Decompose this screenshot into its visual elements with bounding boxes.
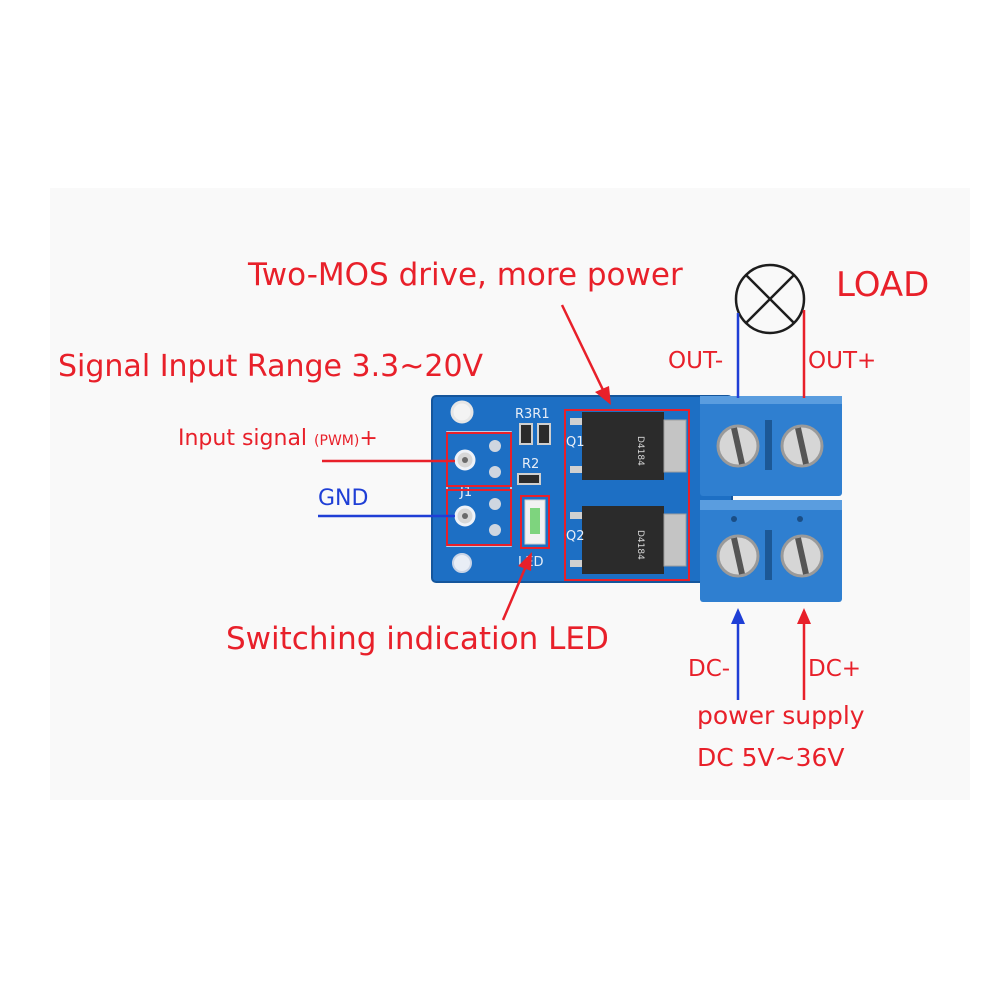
silk-r2: R2	[522, 457, 539, 472]
svg-text:D4184: D4184	[635, 530, 645, 560]
mounting-hole	[450, 400, 474, 424]
pwm-text: (PWM)	[314, 433, 360, 449]
lamp-load-icon	[734, 263, 806, 335]
label-dc-minus: DC-	[688, 656, 731, 682]
mosfet-chip-icon: D4184 Q1 D4184 Q2	[566, 412, 687, 574]
label-led-caption: Switching indication LED	[226, 621, 609, 657]
header-pins: J1	[446, 431, 512, 547]
plus-text: +	[359, 426, 378, 451]
label-power-supply: power supply	[697, 701, 865, 730]
screw-terminal-icon	[700, 396, 842, 602]
label-dc-plus: DC+	[808, 656, 862, 682]
label-out-plus: OUT+	[808, 348, 877, 374]
label-two-mos: Two-MOS drive, more power	[248, 257, 683, 293]
label-signal-range: Signal Input Range 3.3~20V	[58, 349, 484, 384]
arrow-icon	[501, 304, 811, 700]
svg-text:D4184: D4184	[635, 436, 645, 466]
highlight-pin-bottom	[446, 489, 512, 546]
highlight-pin-top	[446, 432, 512, 487]
resistors: R3R1 R2	[515, 407, 551, 485]
silk-q1: Q1	[566, 435, 585, 450]
label-input-signal: Input signal (PWM)+	[178, 428, 378, 450]
label-dc-range: DC 5V~36V	[697, 743, 845, 772]
label-load: LOAD	[836, 265, 930, 305]
highlight-mos	[564, 409, 690, 581]
silk-j1: J1	[459, 485, 472, 500]
input-signal-text: Input signal	[178, 426, 308, 451]
label-out-minus: OUT-	[668, 348, 724, 374]
silk-r3r1: R3R1	[515, 407, 550, 422]
silk-q2: Q2	[566, 529, 585, 544]
highlight-led	[520, 495, 550, 549]
label-gnd: GND	[318, 486, 369, 511]
